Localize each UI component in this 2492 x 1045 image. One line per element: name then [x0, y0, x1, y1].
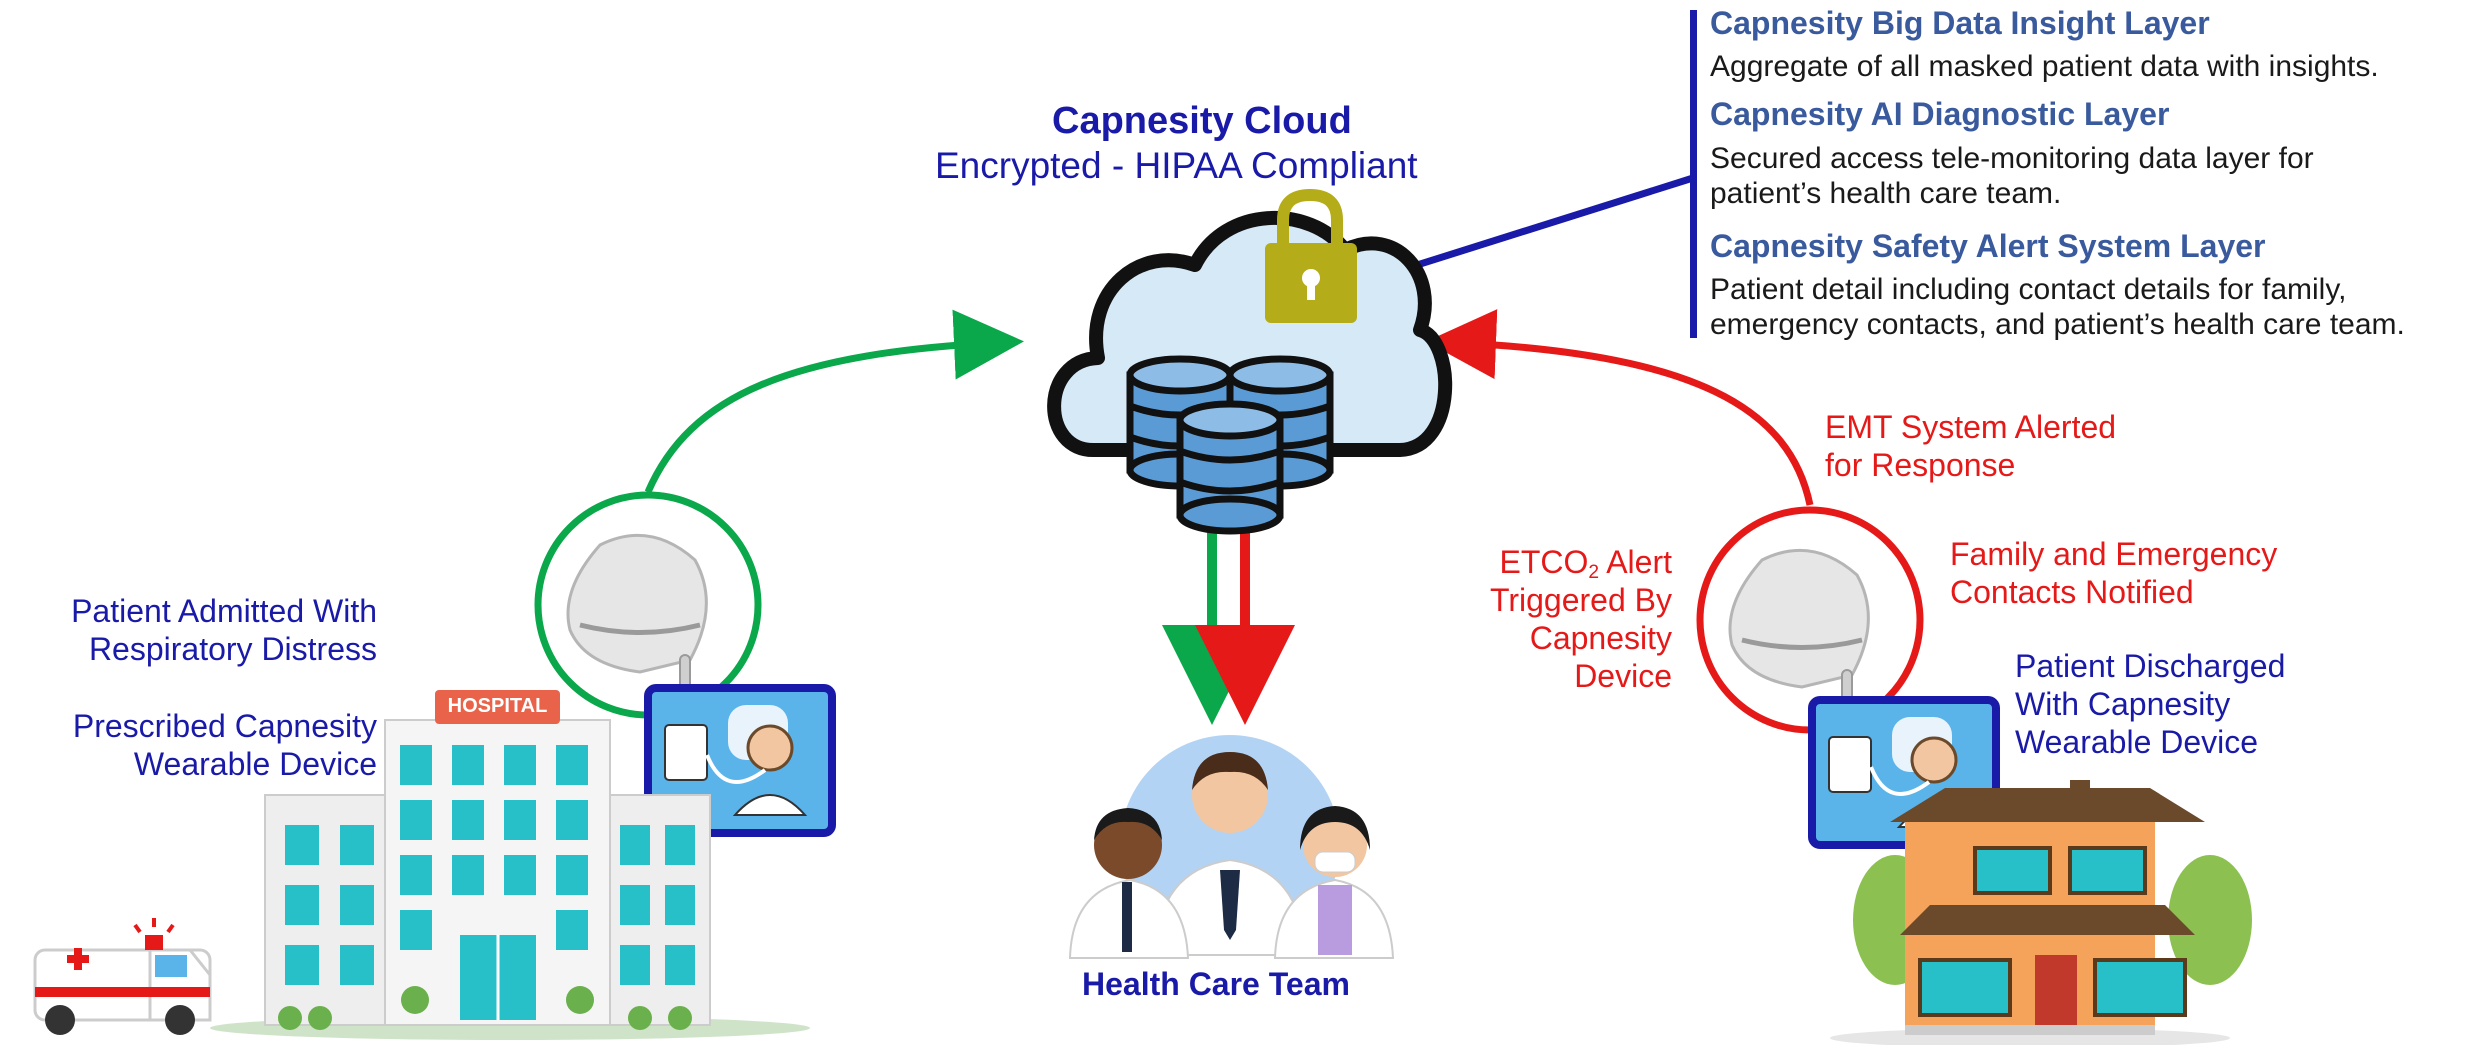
ambulance-icon — [33, 918, 212, 1035]
layer-desc-safety-alert-2: emergency contacts, and patient’s health… — [1710, 308, 2405, 341]
layer-title-ai-diagnostic: Capnesity AI Diagnostic Layer — [1710, 96, 2170, 132]
label-etco2-alert: ETCO2 Alert — [1500, 543, 1672, 584]
label-alert-line-3: Capnesity — [1529, 620, 1672, 656]
label-family-1: Family and Emergency — [1950, 536, 2278, 572]
database-icon — [1126, 355, 1334, 535]
label-alert-line-2: Triggered By — [1490, 582, 1672, 618]
label-prescribed-2: Wearable Device — [133, 746, 377, 782]
label-alert-line-4: Device — [1574, 658, 1672, 694]
etco2-prefix: ETCO — [1499, 544, 1589, 580]
layers-divider — [1690, 10, 1697, 338]
label-discharged-2: With Capnesity — [2015, 686, 2231, 722]
health-care-team-icon — [1068, 735, 1395, 959]
layer-title-big-data: Capnesity Big Data Insight Layer — [1710, 5, 2210, 41]
etco2-subscript: 2 — [1588, 561, 1600, 583]
wearable-device-icon-left — [534, 491, 762, 719]
layer-desc-safety-alert-1: Patient detail including contact details… — [1710, 273, 2347, 306]
layer-desc-ai-diagnostic-2: patient’s health care team. — [1710, 177, 2062, 210]
label-prescribed-1: Prescribed Capnesity — [72, 708, 377, 744]
label-emt-2: for Response — [1825, 447, 2016, 483]
label-discharged-1: Patient Discharged — [2015, 648, 2286, 684]
wearable-device-icon-right — [1696, 506, 1924, 734]
label-discharged-3: Wearable Device — [2015, 724, 2259, 760]
label-admitted-2: Respiratory Distress — [88, 631, 377, 667]
cloud-subtitle: Encrypted - HIPAA Compliant — [935, 145, 1418, 186]
red-alert-arrow — [1426, 309, 1814, 506]
label-admitted-1: Patient Admitted With — [71, 593, 377, 629]
label-family-2: Contacts Notified — [1950, 574, 2194, 610]
etco2-suffix: Alert — [1599, 544, 1672, 580]
hospital-sign: HOSPITAL — [447, 695, 548, 717]
lock-icon — [1265, 188, 1357, 323]
label-health-care-team: Health Care Team — [1082, 966, 1350, 1002]
hospital-building-icon — [210, 690, 810, 1040]
label-emt-1: EMT System Alerted — [1825, 409, 2117, 445]
layer-desc-ai-diagnostic-1: Secured access tele-monitoring data laye… — [1710, 142, 2314, 175]
cloud-title: Capnesity Cloud — [1052, 100, 1352, 142]
green-upload-arrow — [644, 309, 1024, 494]
layer-title-safety-alert: Capnesity Safety Alert System Layer — [1710, 228, 2266, 264]
layer-desc-big-data: Aggregate of all masked patient data wit… — [1710, 50, 2379, 83]
home-house-icon — [1830, 780, 2252, 1045]
